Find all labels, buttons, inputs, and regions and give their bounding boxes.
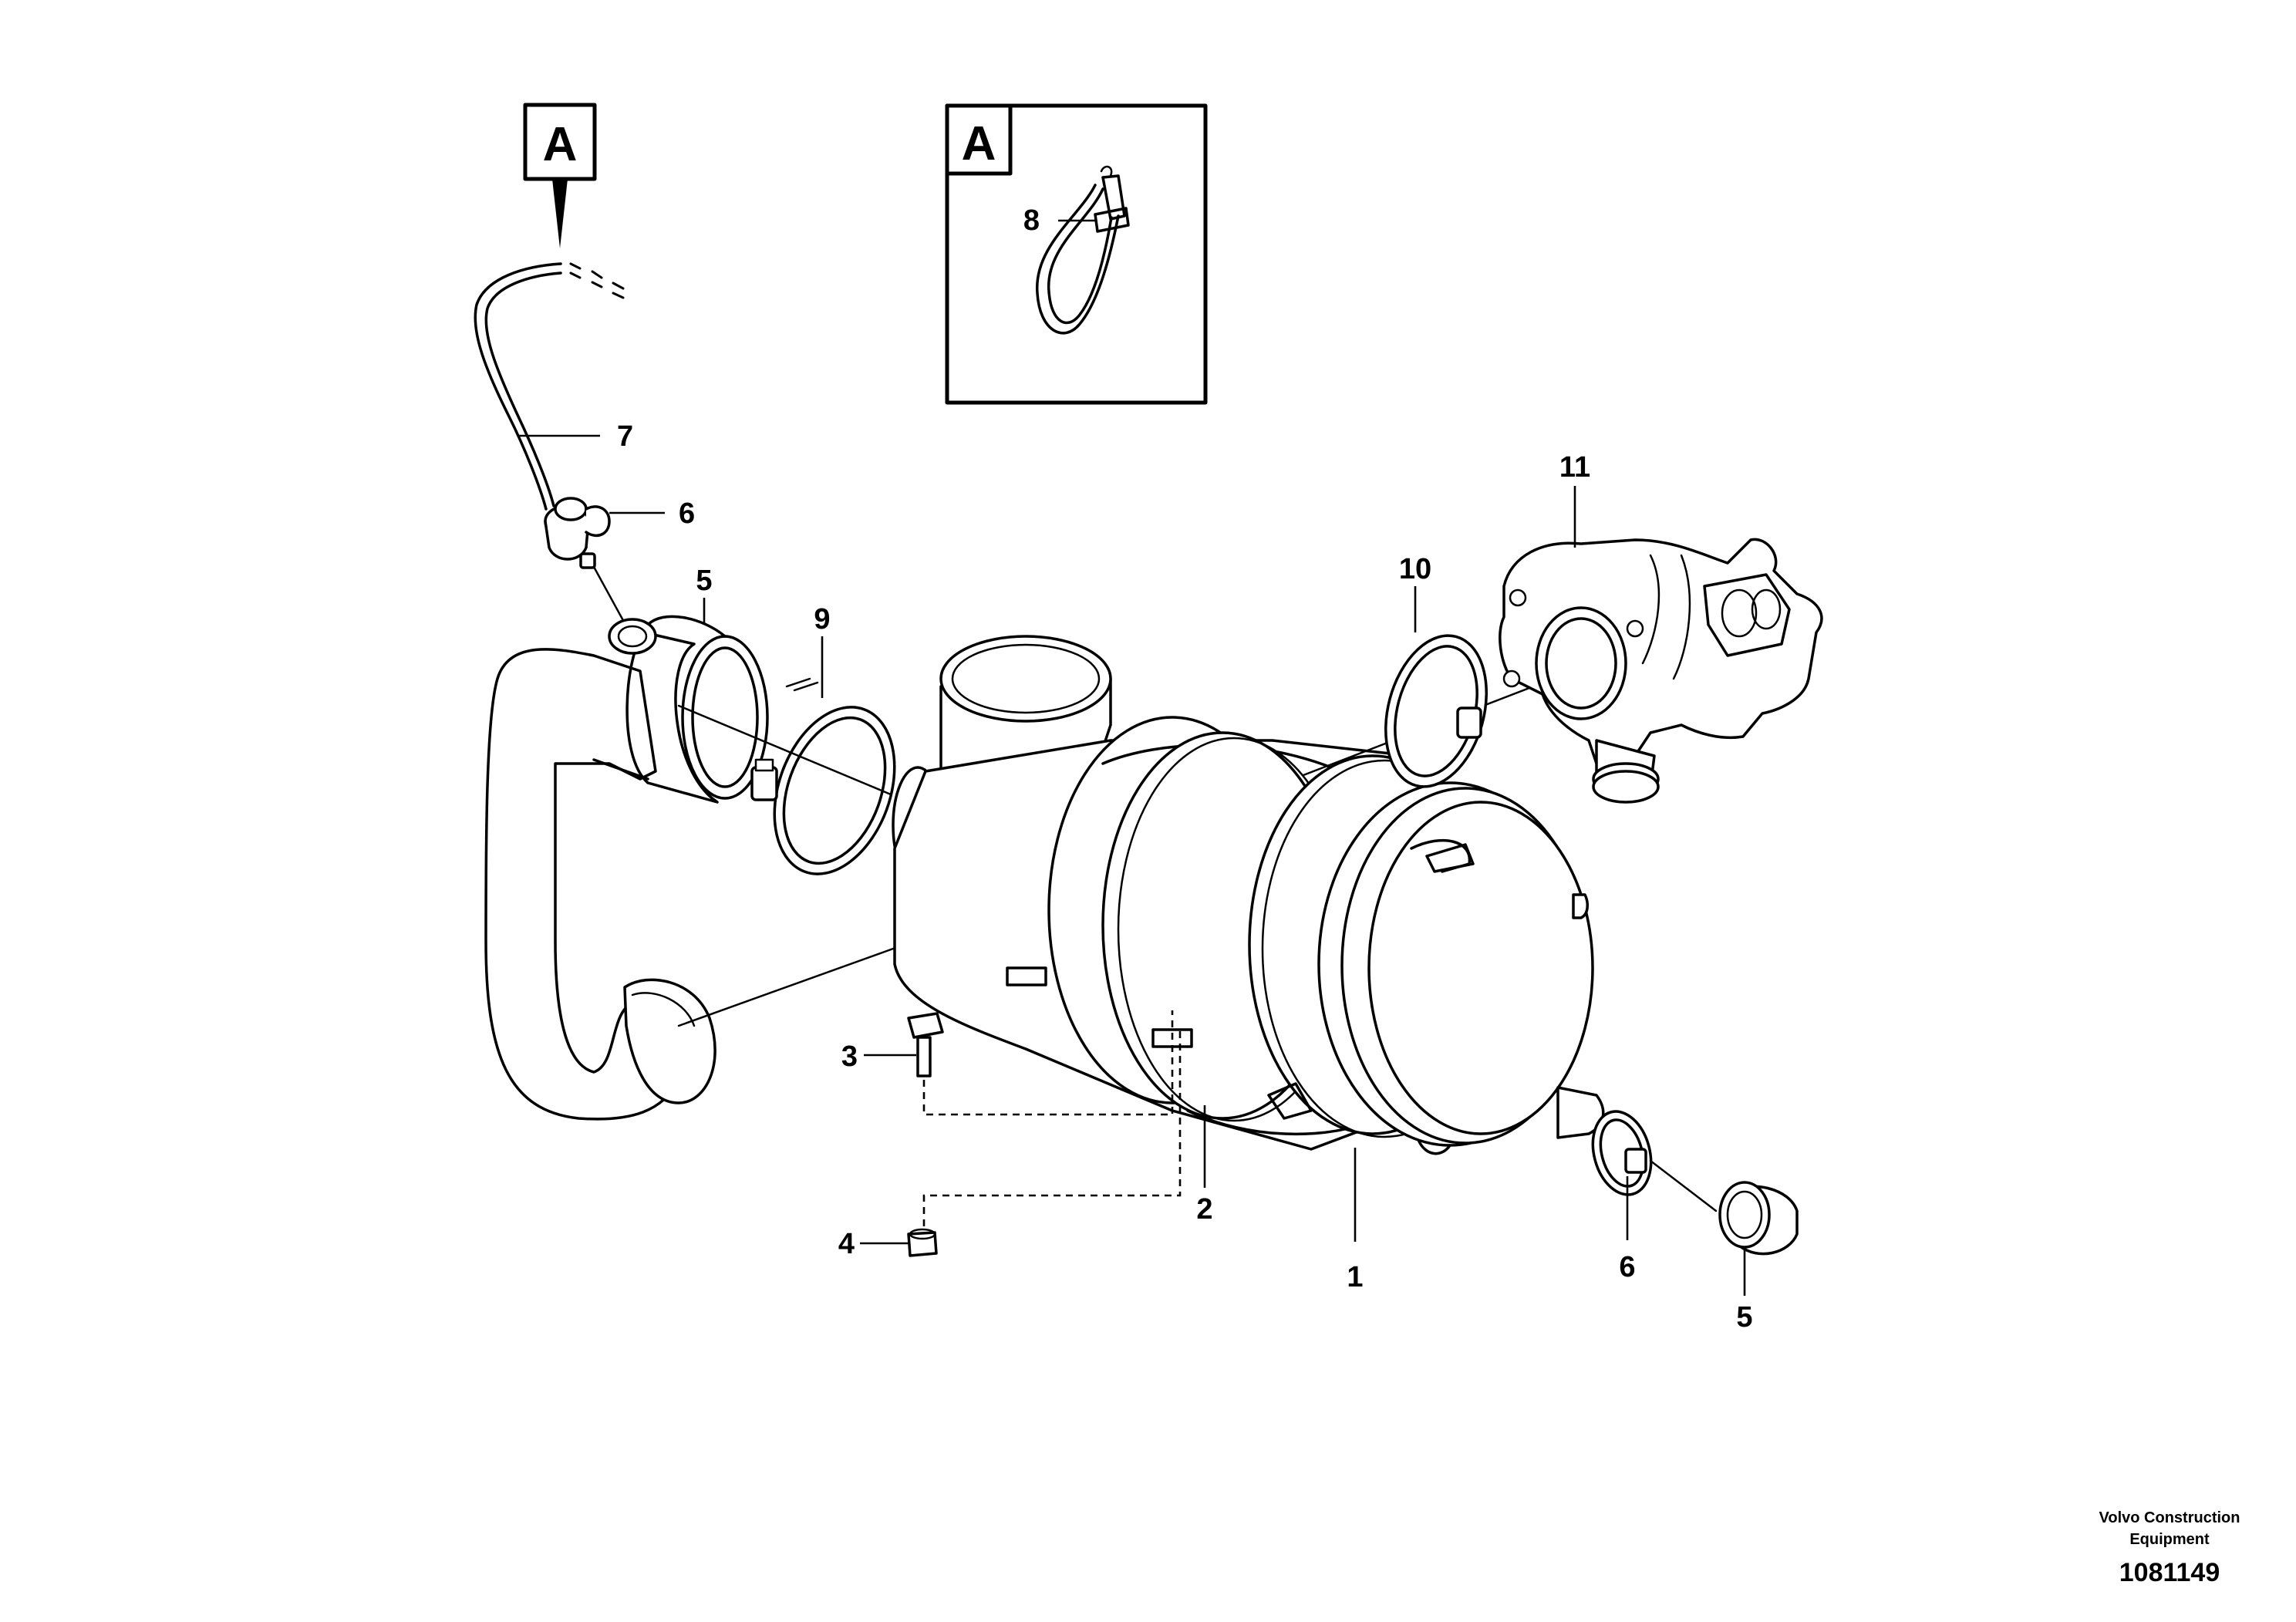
callout-6-clamp: 6 xyxy=(1619,1251,1635,1283)
detail-box-a: A 8 xyxy=(945,103,1208,405)
small-clamp xyxy=(1591,1110,1653,1196)
callout-9: 9 xyxy=(814,603,830,636)
footer-company-line2: Equipment xyxy=(2129,1531,2210,1548)
hose-clamp-10 xyxy=(1384,634,1488,788)
callout-2: 2 xyxy=(1196,1193,1212,1226)
callout-5-outlet: 5 xyxy=(1736,1301,1752,1334)
air-cleaner-housing xyxy=(892,635,1605,1155)
callout-4: 4 xyxy=(838,1228,855,1260)
callout-1: 1 xyxy=(1347,1261,1363,1293)
outlet-hose xyxy=(1718,1181,1799,1256)
callout-8: 8 xyxy=(1023,204,1040,237)
footer-block: Volvo Construction Equipment 1081149 xyxy=(2099,1509,2240,1587)
inlet-hose xyxy=(484,615,769,1121)
cable-tie-icon xyxy=(1036,165,1130,335)
callout-6-sensor: 6 xyxy=(679,497,695,530)
callout-5-inlet: 5 xyxy=(696,565,712,597)
nut xyxy=(907,1228,938,1257)
drawing-number: 1081149 xyxy=(2119,1558,2220,1587)
callout-3: 3 xyxy=(841,1040,858,1073)
callout-11: 11 xyxy=(1559,451,1590,484)
detail-box-label: A xyxy=(962,117,996,170)
screw xyxy=(907,1012,944,1077)
view-marker-label: A xyxy=(543,118,578,171)
sensor-cable xyxy=(474,262,625,511)
footer-company-line1: Volvo Construction xyxy=(2099,1509,2240,1526)
view-marker-a: A xyxy=(523,103,597,248)
callout-10: 10 xyxy=(1399,553,1431,585)
hose-clamp-9 xyxy=(750,677,896,875)
callout-7: 7 xyxy=(617,420,633,453)
restriction-sensor xyxy=(544,497,611,569)
turbocharger xyxy=(1499,538,1823,804)
